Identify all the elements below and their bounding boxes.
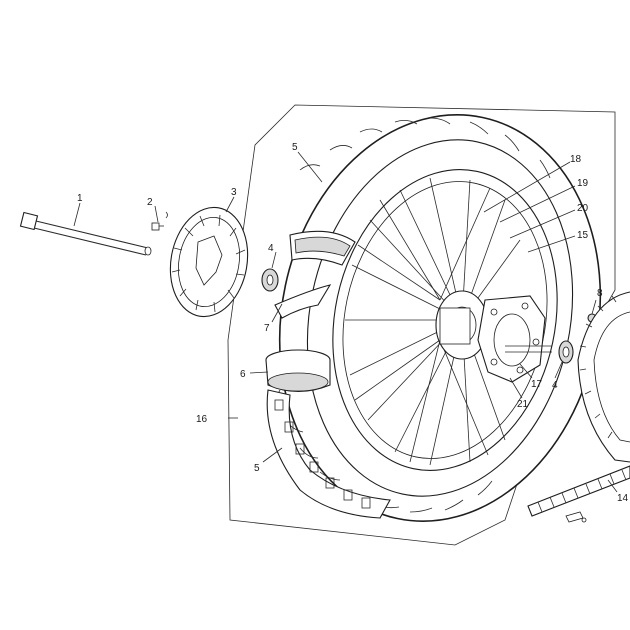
leader-lines bbox=[73, 151, 618, 493]
callout-2: 2 bbox=[147, 197, 153, 208]
callout-21: 21 bbox=[517, 399, 529, 410]
callout-4-right: 4 bbox=[552, 380, 558, 391]
sprocket-carrier[interactable] bbox=[477, 295, 552, 383]
callout-14: 14 bbox=[617, 493, 629, 504]
wheel-hub[interactable] bbox=[435, 290, 489, 360]
callout-5-bottom: 5 bbox=[254, 463, 260, 474]
wheel-axle[interactable] bbox=[19, 211, 152, 256]
drive-chain[interactable] bbox=[527, 465, 630, 523]
rim-band[interactable] bbox=[265, 349, 331, 392]
callout-1: 1 bbox=[77, 193, 83, 204]
callout-16: 16 bbox=[196, 414, 208, 425]
callout-6: 6 bbox=[240, 369, 246, 380]
brake-disc[interactable] bbox=[162, 201, 256, 323]
callout-8: 8 bbox=[597, 288, 603, 299]
brake-disc-screw[interactable] bbox=[151, 211, 168, 231]
callout-5-top: 5 bbox=[292, 142, 298, 153]
callout-19: 19 bbox=[577, 178, 589, 189]
callout-18: 18 bbox=[570, 154, 582, 165]
callout-20: 20 bbox=[577, 203, 589, 214]
rear-sprocket[interactable] bbox=[577, 291, 630, 463]
spacer-right[interactable] bbox=[558, 340, 574, 364]
callout-3: 3 bbox=[231, 187, 237, 198]
callout-7: 7 bbox=[264, 323, 270, 334]
callout-labels: 1 2 3 4 5 7 6 16 5 18 19 20 15 8 17 4 21… bbox=[77, 142, 629, 504]
callout-17: 17 bbox=[531, 379, 543, 390]
callout-4-left: 4 bbox=[268, 243, 274, 254]
tire-tread-section bbox=[266, 389, 391, 519]
inner-tube[interactable] bbox=[274, 230, 356, 319]
callout-15: 15 bbox=[577, 230, 589, 241]
spacer-left[interactable] bbox=[261, 268, 279, 292]
